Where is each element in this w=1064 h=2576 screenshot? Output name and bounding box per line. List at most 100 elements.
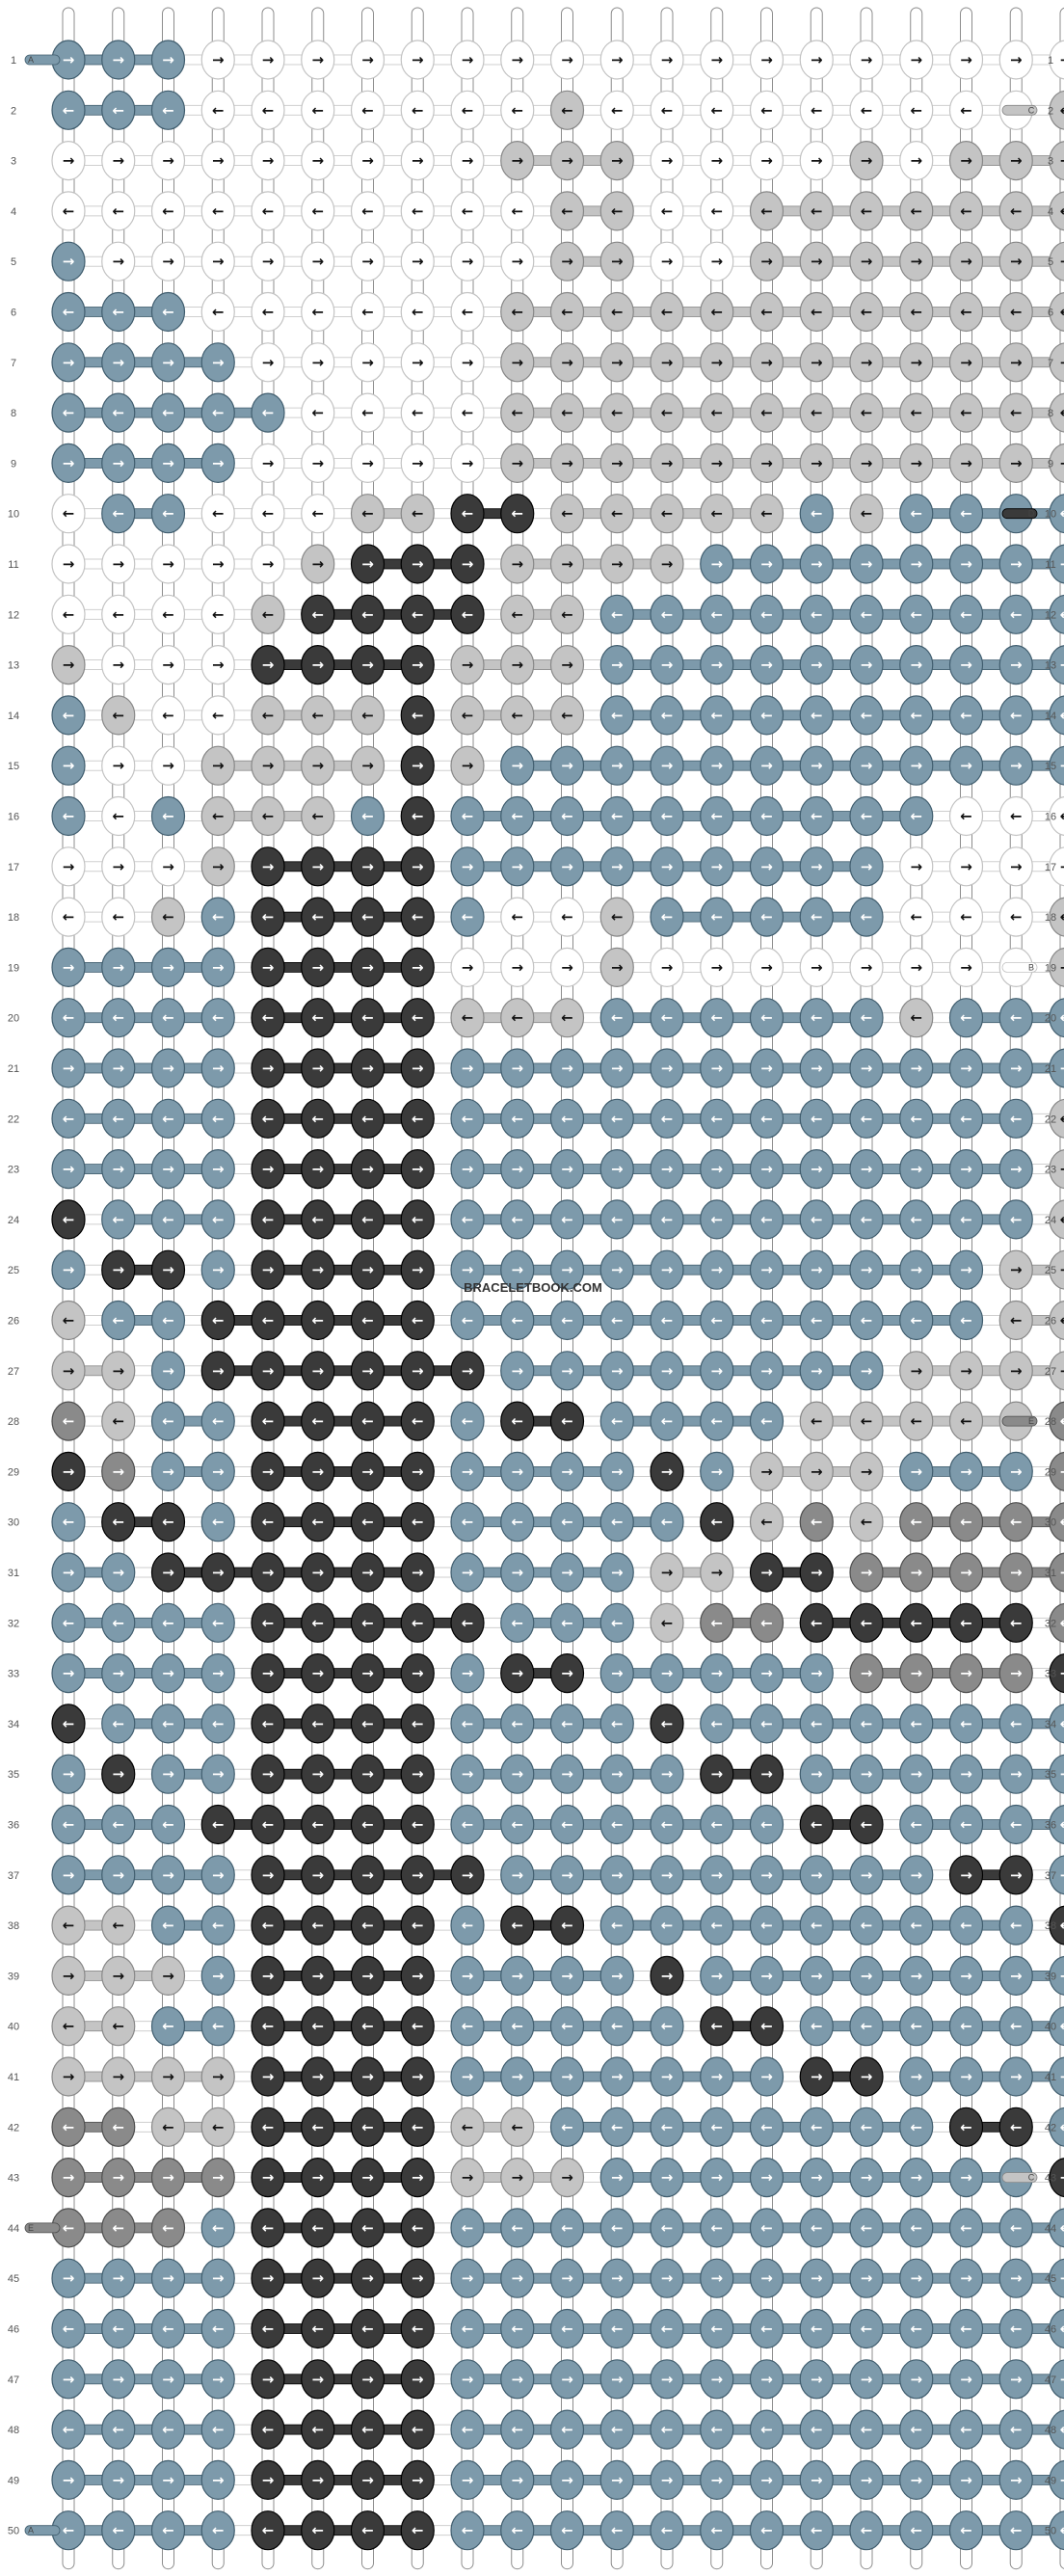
knot: ← [948, 2510, 984, 2551]
knot: ← [200, 1502, 235, 1543]
knot: ← [350, 2106, 386, 2147]
arrow-left-icon: ← [760, 202, 773, 220]
knot: → [450, 443, 485, 483]
knot: ← [400, 2409, 435, 2450]
knot: → [200, 644, 235, 685]
knot: ← [998, 2006, 1033, 2047]
arrow-right-icon: → [1010, 1866, 1023, 1884]
arrow-left-icon: ← [112, 707, 124, 724]
knot: ← [301, 291, 335, 333]
knot: → [51, 1451, 86, 1492]
arrow-left-icon: ← [412, 2018, 424, 2035]
arrow-left-icon: ← [112, 1514, 124, 1531]
knot: ← [51, 1502, 86, 1543]
arrow-left-icon: ← [262, 1312, 275, 1329]
knot: ← [251, 594, 285, 634]
arrow-left-icon: ← [162, 404, 174, 421]
knot: → [849, 2158, 884, 2198]
arrow-left-icon: ← [412, 605, 424, 623]
arrow-left-icon: ← [412, 304, 424, 321]
arrow-left-icon: ← [262, 1715, 275, 1732]
knot: ← [948, 392, 984, 433]
arrow-left-icon: ← [212, 808, 225, 825]
knot: ← [650, 897, 684, 937]
knot: → [799, 2459, 834, 2500]
arrow-right-icon: → [311, 1261, 324, 1278]
knot: ← [549, 90, 585, 130]
arrow-left-icon: ← [710, 2018, 723, 2035]
arrow-left-icon: ← [1010, 2219, 1023, 2237]
knot: ← [749, 1804, 785, 1845]
knot: ← [849, 1300, 884, 1341]
arrow-right-icon: → [212, 354, 225, 371]
arrow-left-icon: ← [811, 1816, 823, 1834]
knot: → [51, 846, 86, 887]
knot: ← [301, 1502, 335, 1543]
knot: ← [549, 2308, 585, 2349]
knot: ← [998, 1199, 1033, 1240]
arrow-left-icon: ← [710, 505, 723, 523]
knot: ← [450, 2208, 485, 2248]
arrow-right-icon: → [212, 757, 225, 774]
arrow-right-icon: → [960, 2371, 972, 2388]
knot: → [350, 1249, 386, 1290]
knot: ← [350, 2409, 386, 2450]
knot: → [948, 2158, 984, 2198]
knot: → [799, 644, 834, 685]
knot: ← [200, 1199, 235, 1240]
knot: → [150, 2056, 186, 2097]
knot: ← [749, 191, 785, 231]
row-number-left: 39 [8, 1971, 19, 1982]
arrow-right-icon: → [212, 152, 225, 170]
arrow-left-icon: ← [262, 101, 275, 119]
knot: ← [150, 191, 186, 231]
arrow-right-icon: → [611, 1060, 624, 1077]
arrow-left-icon: ← [611, 101, 624, 119]
knot: ← [998, 1300, 1033, 1341]
knot: ← [301, 1905, 335, 1945]
arrow-right-icon: → [311, 2169, 324, 2187]
knot: ← [948, 695, 984, 736]
arrow-right-icon: → [262, 757, 275, 774]
knot: → [849, 2258, 884, 2298]
knot: → [849, 1451, 884, 1492]
arrow-right-icon: → [311, 858, 324, 875]
knot: → [301, 1855, 335, 1895]
knot: ← [849, 2510, 884, 2551]
knot: → [200, 1351, 235, 1391]
knot: ← [500, 1905, 535, 1945]
arrow-left-icon: ← [162, 2118, 174, 2135]
row-number-right: 4 [1048, 206, 1053, 218]
knot: ← [799, 2510, 834, 2551]
arrow-right-icon: → [910, 1362, 922, 1380]
knot: → [549, 1754, 585, 1794]
arrow-left-icon: ← [462, 2421, 474, 2438]
arrow-right-icon: → [611, 1261, 624, 1278]
knot: ← [400, 2308, 435, 2349]
knot: ← [799, 2208, 834, 2248]
knot: → [799, 141, 834, 181]
arrow-left-icon: ← [361, 1816, 374, 1834]
arrow-left-icon: ← [1060, 1715, 1064, 1732]
knot: ← [749, 1300, 785, 1341]
knot: → [650, 1652, 684, 1694]
arrow-left-icon: ← [960, 2219, 972, 2237]
arrow-left-icon: ← [162, 2219, 174, 2237]
arrow-right-icon: → [910, 1564, 922, 1581]
knot: → [549, 40, 585, 80]
arrow-right-icon: → [462, 2169, 474, 2187]
knot: ← [700, 795, 734, 837]
strand-tag-label: B [1028, 962, 1034, 972]
knot: → [799, 947, 834, 988]
arrow-right-icon: → [412, 1765, 424, 1783]
knot: → [700, 1451, 734, 1492]
knot: → [101, 1048, 136, 1088]
knot: ← [350, 1804, 386, 1845]
arrow-right-icon: → [112, 1866, 124, 1884]
knot: → [101, 1451, 136, 1492]
arrow-right-icon: → [561, 1866, 573, 1884]
knot: → [51, 2459, 86, 2500]
knot: ← [251, 1704, 285, 1744]
knot: ← [150, 1401, 186, 1441]
arrow-left-icon: ← [361, 1412, 374, 1430]
